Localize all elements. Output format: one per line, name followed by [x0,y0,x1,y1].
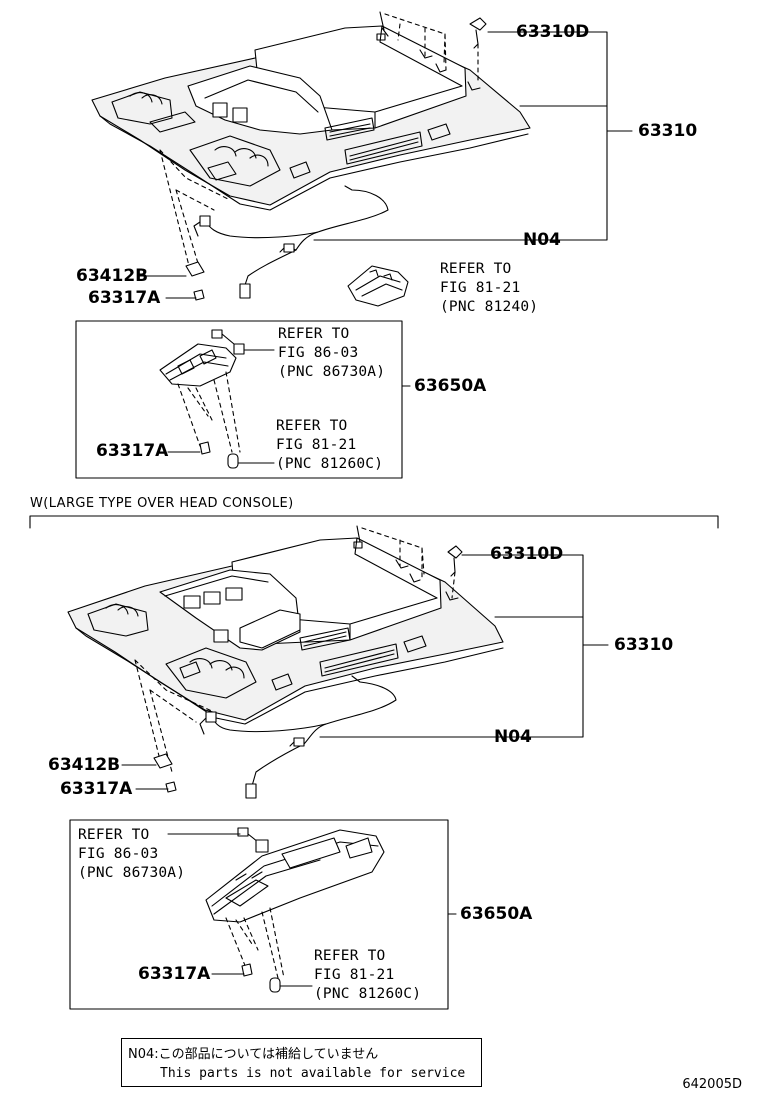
ref-line: FIG 81-21 [314,967,395,983]
leaders-top [139,31,633,299]
leaders-large [121,554,609,790]
headliner-large [67,525,504,799]
label-headliner[interactable]: 63310 [638,121,698,141]
ref-bulb[interactable]: REFER TO FIG 81-21 (PNC 81260C) [276,417,383,474]
ref-line: FIG 86-03 [78,846,159,862]
ref-line: FIG 81-21 [276,437,357,453]
label-clip[interactable]: 63310D [516,22,590,42]
ref-line: REFER TO [278,326,350,342]
ref-line: REFER TO [276,418,348,434]
ref-line: FIG 86-03 [278,345,359,361]
inset-box-top [75,320,411,479]
ref-switch[interactable]: REFER TO FIG 86-03 (PNC 86730A) [278,325,385,382]
label-headliner-large[interactable]: 63310 [614,635,674,655]
label-screw-large[interactable]: 63317A [60,779,133,799]
label-bracket-large[interactable]: 63412B [48,755,121,775]
ref-line: (PNC 81260C) [314,986,422,1002]
ref-line: REFER TO [440,261,512,277]
note-line-japanese: N04:この部品については補給していません [128,1047,379,1062]
ref-bulb-large[interactable]: REFER TO FIG 81-21 (PNC 81260C) [314,947,421,1004]
inset-box-large [69,819,457,1010]
label-clip-large[interactable]: 63310D [490,544,564,564]
ref-map-lamp[interactable]: REFER TO FIG 81-21 (PNC 81240) [440,260,538,317]
label-screw[interactable]: 63317A [88,288,161,308]
label-n04-large[interactable]: N04 [494,727,532,747]
note-box: N04:この部品については補給していません This parts is not … [121,1038,482,1087]
section-title: W(LARGE TYPE OVER HEAD CONSOLE) [30,496,294,511]
map-lamp-part [347,265,409,307]
headliner-top [91,11,531,301]
label-console[interactable]: 63650A [414,376,487,396]
label-screw-inset-large[interactable]: 63317A [138,964,211,984]
label-bracket[interactable]: 63412B [76,266,149,286]
label-console-large[interactable]: 63650A [460,904,533,924]
ref-line: (PNC 86730A) [78,865,186,881]
ref-line: REFER TO [314,948,386,964]
figure-code: 642005D [682,1077,742,1092]
ref-line: (PNC 86730A) [278,364,386,380]
note-line-english: This parts is not available for service [160,1066,466,1081]
ref-switch-large[interactable]: REFER TO FIG 86-03 (PNC 86730A) [78,826,185,883]
label-n04[interactable]: N04 [523,230,561,250]
ref-line: REFER TO [78,827,150,843]
ref-line: (PNC 81260C) [276,456,384,472]
ref-line: FIG 81-21 [440,280,521,296]
label-screw-inset[interactable]: 63317A [96,441,169,461]
ref-line: (PNC 81240) [440,299,539,315]
section-bracket [29,515,719,529]
